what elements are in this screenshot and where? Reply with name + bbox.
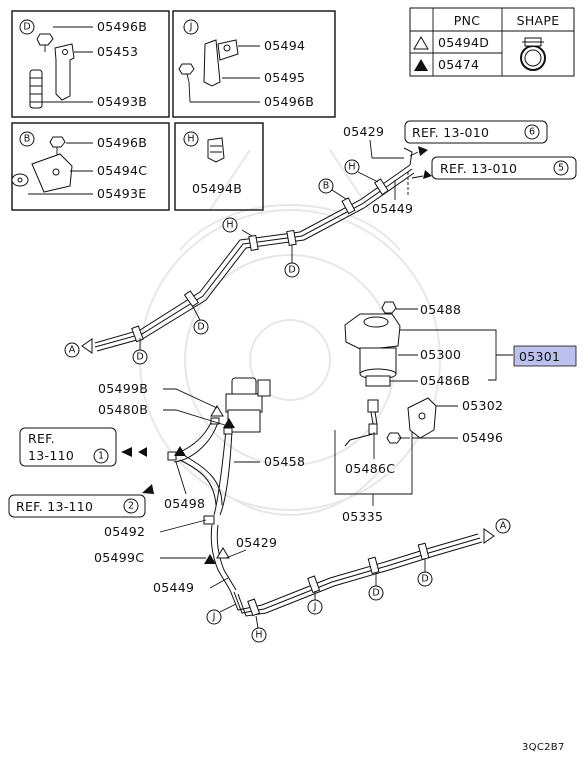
filter-label-05496: 05496 xyxy=(462,430,503,445)
lower-label-05449: 05449 xyxy=(153,580,194,595)
ref-box-6[interactable]: REF. 13-010 6 xyxy=(404,120,548,144)
filled-arrow-icon xyxy=(409,146,428,157)
ref-5-text: REF. 13-010 xyxy=(440,161,517,176)
ref-2-number: 2 xyxy=(128,501,134,512)
outline-arrow-icon xyxy=(483,528,495,544)
lower-label-05499C: 05499C xyxy=(94,550,144,565)
legend-pnc-1: 05474 xyxy=(438,57,479,72)
filter-label-05486C: 05486C xyxy=(345,461,395,476)
clip-letter-d-1: D xyxy=(136,352,143,363)
filter-label-05486B: 05486B xyxy=(420,373,470,388)
inset-h: H 05494B xyxy=(174,122,264,211)
bolt-icon xyxy=(178,63,195,83)
bolt-icon xyxy=(386,432,410,444)
inset-d-label-1: 05453 xyxy=(97,44,138,59)
clip-letter-h-1: H xyxy=(226,220,233,231)
clip-letter-j-1: J xyxy=(212,612,216,623)
assembly-highlight xyxy=(513,345,577,367)
clip-icon xyxy=(207,137,225,163)
bolt-icon xyxy=(36,33,54,52)
filled-arrow-icon xyxy=(411,170,432,179)
inset-j-label-1: 05495 xyxy=(264,70,305,85)
ref-6-text: REF. 13-010 xyxy=(412,125,489,140)
ref-5-number: 5 xyxy=(558,163,564,174)
diagram-code: 3QC2B7 xyxy=(522,742,565,753)
inset-j-label-0: 05494 xyxy=(264,38,305,53)
filter-label-05488: 05488 xyxy=(420,302,461,317)
clip-letter-j-2: J xyxy=(313,602,317,613)
inset-b-label-2: 05493E xyxy=(97,186,146,201)
ref-box-5[interactable]: REF. 13-010 5 xyxy=(431,156,577,180)
inset-b: B 05496B 05494C 05493E xyxy=(11,122,170,211)
bracket-icon xyxy=(54,43,75,101)
clip-letter-h-2: H xyxy=(348,162,355,173)
inset-b-label-0: 05496B xyxy=(97,135,147,150)
ref-2-text: REF. 13-110 xyxy=(16,499,93,514)
inset-d-label-2: 05493B xyxy=(97,94,147,109)
clip-marker xyxy=(131,178,389,343)
filled-triangle-icon xyxy=(414,59,428,71)
drain-fitting xyxy=(344,399,379,447)
filled-arrow-icon xyxy=(121,447,147,457)
clip-marker xyxy=(247,542,430,617)
ref-box-1[interactable]: REF. 13-110 1 xyxy=(19,427,117,467)
outline-triangle-icon xyxy=(210,405,230,559)
lower-label-05429: 05429 xyxy=(236,535,277,550)
lower-label-05480B: 05480B xyxy=(98,402,148,417)
clip-icon xyxy=(11,173,29,187)
clip-icon xyxy=(29,69,43,109)
clip-letter-h-3: H xyxy=(255,630,262,641)
upper-label-05429: 05429 xyxy=(343,124,384,139)
lower-label-05498: 05498 xyxy=(164,496,205,511)
hose-clamp-icon xyxy=(520,37,546,71)
inset-h-label-0: 05494B xyxy=(192,181,242,196)
legend-header-pnc: PNC xyxy=(454,13,481,28)
inset-d-letter: D xyxy=(23,22,30,33)
fuel-filter-assembly xyxy=(344,301,401,387)
bracket-icon xyxy=(407,397,437,439)
inset-j-letter: J xyxy=(189,22,193,33)
ref-1-number: 1 xyxy=(98,451,104,462)
lower-label-05458: 05458 xyxy=(264,454,305,469)
outline-triangle-icon xyxy=(413,36,429,50)
clip-letter-a-lower: A xyxy=(500,521,507,532)
inset-b-letter: B xyxy=(24,134,31,145)
clip-letter-d-3: D xyxy=(288,265,295,276)
filter-label-05300: 05300 xyxy=(420,347,461,362)
ref-6-number: 6 xyxy=(529,127,535,138)
inset-b-label-1: 05494C xyxy=(97,163,147,178)
clip-letter-d-2: D xyxy=(197,322,204,333)
clip-letter-a-upper: A xyxy=(69,345,76,356)
legend-pnc-0: 05494D xyxy=(438,35,489,50)
upper-label-05449: 05449 xyxy=(372,201,413,216)
clip-letter-d-5: D xyxy=(421,574,428,585)
inset-h-letter: H xyxy=(187,134,194,145)
assembly-label-05301: 05301 xyxy=(519,349,560,364)
inset-j-label-2: 05496B xyxy=(264,94,314,109)
filter-label-05335: 05335 xyxy=(342,509,383,524)
canister-valve xyxy=(225,377,271,433)
bracket-icon xyxy=(31,153,73,193)
ref-1-text-line2: 13-110 xyxy=(28,448,74,463)
legend-header-shape: SHAPE xyxy=(517,13,560,28)
inset-d-label-0: 05496B xyxy=(97,19,147,34)
bracket-icon xyxy=(203,39,239,87)
bolt-icon xyxy=(49,136,66,156)
ref-1-text: REF. xyxy=(28,431,55,446)
lower-label-05492: 05492 xyxy=(104,524,145,539)
clip-letter-b: B xyxy=(323,181,330,192)
legend-table: PNC SHAPE 05494D 05474 xyxy=(409,7,575,77)
inset-d: D 05496B 05453 05493B xyxy=(11,10,170,118)
hose-clamp-marker xyxy=(167,417,233,525)
inset-j: J 05494 05495 05496B xyxy=(172,10,336,118)
ref-box-2[interactable]: REF. 13-110 2 xyxy=(8,494,146,518)
outline-arrow-icon xyxy=(81,338,93,354)
lower-fuel-pipes xyxy=(229,533,483,617)
filled-arrow-icon xyxy=(142,484,154,494)
clip-letter-d-4: D xyxy=(372,588,379,599)
lower-label-05499B: 05499B xyxy=(98,381,148,396)
filter-label-05302: 05302 xyxy=(462,398,503,413)
